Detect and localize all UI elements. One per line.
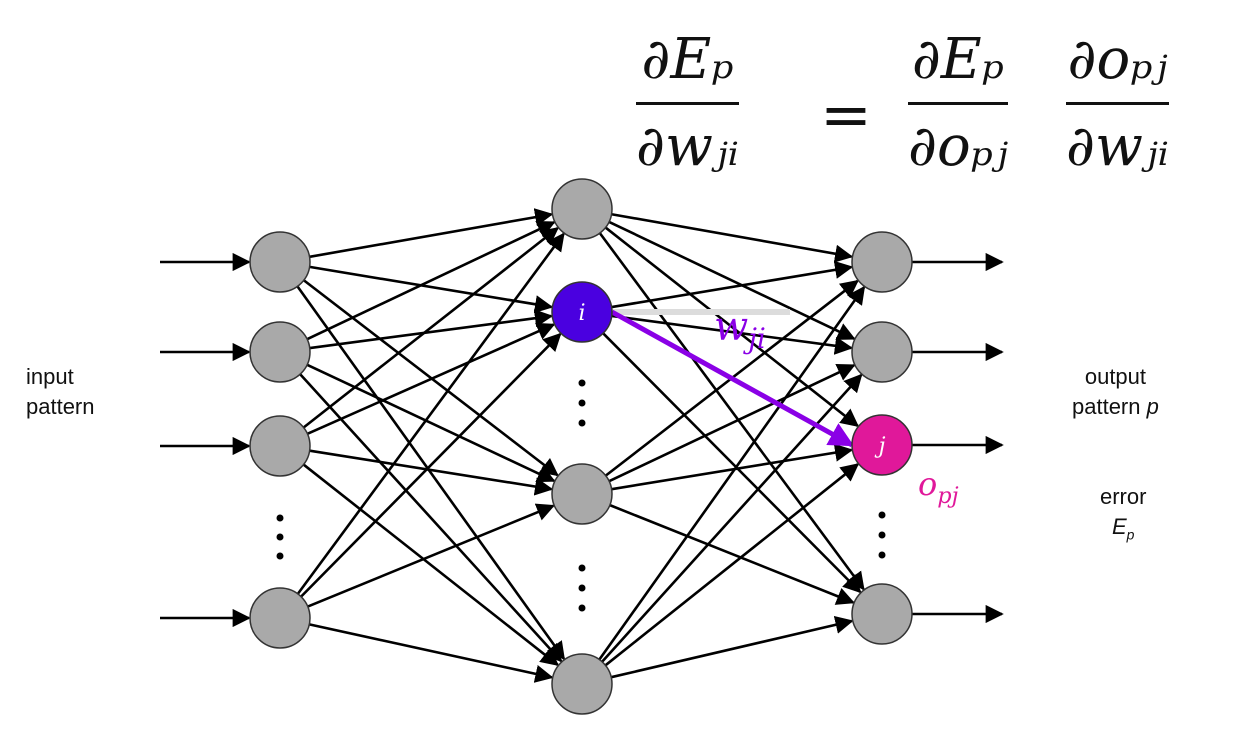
input-node-3 <box>249 587 311 649</box>
input-ellipsis <box>276 514 284 560</box>
input-pattern-label: input pattern <box>26 362 95 422</box>
formula-lhs: ∂Eₚ ∂wⱼᵢ <box>636 22 739 185</box>
nodes-layer <box>249 178 913 715</box>
edge-hidden3-output2 <box>604 463 860 667</box>
edge-hidden3-output3 <box>610 615 854 679</box>
edge-input2-hidden0 <box>302 227 560 429</box>
output-arrows <box>912 252 1004 624</box>
output-node-3 <box>851 583 913 645</box>
rhs1-numerator: ∂Eₚ <box>911 27 1005 92</box>
input-hidden-connections <box>296 208 566 683</box>
edge-input2-hidden3 <box>302 463 560 666</box>
edge-hidden1-output0 <box>611 260 854 309</box>
input-node-0 <box>249 231 311 293</box>
formula-rhs1: ∂Eₚ ∂oₚⱼ <box>908 22 1008 185</box>
edge-hidden1-output1 <box>611 314 854 355</box>
edge-hidden2-output1 <box>608 364 856 483</box>
edge-hidden0-output2 <box>604 226 860 427</box>
edge-input1-hidden1 <box>309 309 554 350</box>
lhs-numerator: ∂Eₚ <box>641 27 734 92</box>
hidden-node-i-label: i <box>578 301 585 326</box>
lhs-fraction-bar <box>636 102 739 105</box>
edge-hidden3-output1 <box>601 373 863 663</box>
output-label-line1: output <box>1084 364 1147 389</box>
edge-input2-hidden1 <box>306 322 556 436</box>
input-label-line1: input <box>26 364 74 389</box>
edge-input3-hidden0 <box>296 232 565 595</box>
edge-hidden0-output0 <box>611 212 854 263</box>
edge-hidden2-output2 <box>611 443 854 491</box>
input-node-2 <box>249 415 311 477</box>
output-opj-label: opj <box>918 465 959 509</box>
lhs-denominator: ∂wⱼᵢ <box>636 114 739 179</box>
hidden-node-i <box>551 281 613 343</box>
output-label-line2: pattern p <box>1072 394 1159 419</box>
chain-rule-formula: ∂Eₚ ∂wⱼᵢ = ∂Eₚ ∂oₚⱼ ∂oₚⱼ ∂wⱼᵢ <box>636 22 1236 212</box>
output-node-0 <box>851 231 913 293</box>
hidden-node-3 <box>551 653 613 715</box>
hidden-output-connections <box>598 212 866 679</box>
edge-hidden0-output1 <box>608 220 856 340</box>
edge-hidden1-output3 <box>602 332 862 594</box>
edge-hidden2-output3 <box>609 503 855 605</box>
hidden-node-2 <box>551 463 613 525</box>
rhs1-denominator: ∂oₚⱼ <box>908 114 1008 179</box>
edge-input1-hidden3 <box>299 373 563 663</box>
weight-wji-arrow <box>610 309 855 448</box>
input-label-line2: pattern <box>26 394 95 419</box>
input-node-1 <box>249 321 311 383</box>
output-ellipsis <box>878 511 886 559</box>
hidden-node-0 <box>551 178 613 240</box>
error-label-line1: error <box>1100 484 1147 509</box>
rhs2-denominator: ∂wⱼᵢ <box>1066 114 1169 179</box>
edge-input0-hidden1 <box>309 265 554 314</box>
edge-hidden3-output0 <box>598 285 866 661</box>
edge-input2-hidden2 <box>309 449 554 496</box>
output-pattern-label: output pattern p <box>1072 362 1159 422</box>
input-arrows <box>160 252 251 628</box>
formula-equals: = <box>820 78 872 151</box>
edge-hidden0-output3 <box>598 232 865 591</box>
rhs2-numerator: ∂oₚⱼ <box>1067 27 1168 92</box>
hidden-ellipsis-upper <box>578 379 586 427</box>
error-label: error Ep <box>1100 482 1146 549</box>
edge-input0-hidden0 <box>309 208 554 259</box>
error-label-line2: Ep <box>1111 514 1135 543</box>
edge-input3-hidden1 <box>300 332 562 598</box>
rhs1-fraction-bar <box>908 102 1008 105</box>
edge-input1-hidden2 <box>306 363 556 483</box>
edge-input3-hidden3 <box>309 623 554 683</box>
edge-input0-hidden3 <box>296 285 566 661</box>
rhs2-fraction-bar <box>1066 102 1169 105</box>
formula-rhs2: ∂oₚⱼ ∂wⱼᵢ <box>1066 22 1169 185</box>
edge-input1-hidden0 <box>306 221 556 341</box>
weight-wji-highlight: wji <box>610 304 855 448</box>
edge-input3-hidden2 <box>307 503 556 608</box>
hidden-ellipsis-lower <box>578 564 586 612</box>
edge-input0-hidden2 <box>302 279 559 477</box>
output-node-1 <box>851 321 913 383</box>
output-node-j <box>851 414 913 476</box>
